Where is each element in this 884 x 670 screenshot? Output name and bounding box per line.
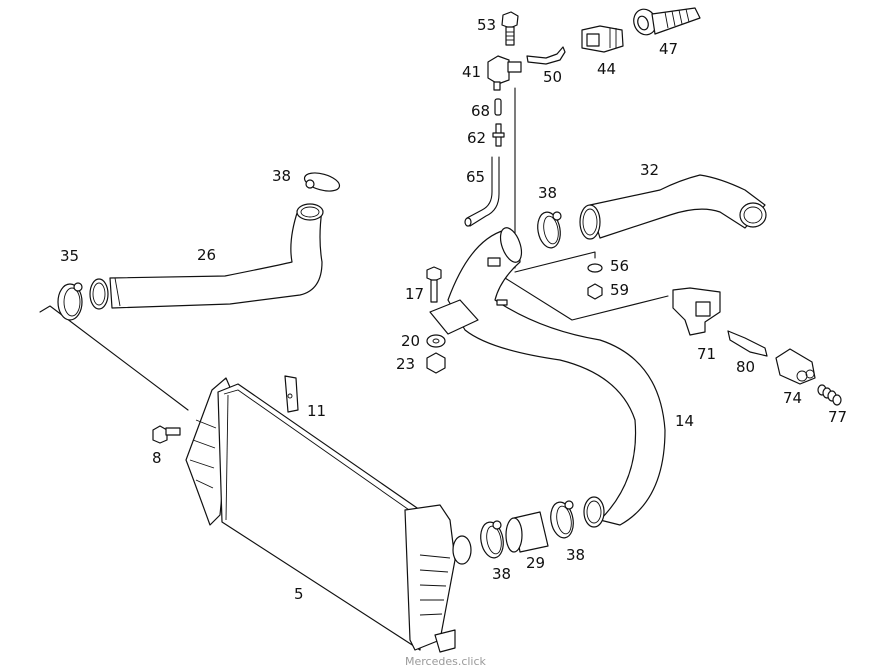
terminal-50-shape [526, 46, 566, 65]
pipe-14-shape [429, 227, 666, 528]
part-label-53[interactable]: 53 [477, 16, 497, 34]
nut-23-shape [426, 352, 446, 374]
part-label-41[interactable]: 41 [462, 63, 482, 81]
clamp-38d-shape [550, 500, 574, 539]
bolt-53-shape [501, 11, 519, 46]
hose-26-shape [89, 203, 324, 310]
part-label-71[interactable]: 71 [697, 345, 717, 363]
terminal-80-shape [727, 330, 768, 357]
intercooler-5-shape [185, 377, 472, 653]
part-label-38c[interactable]: 38 [492, 565, 512, 583]
fitting-62-shape [492, 123, 505, 147]
part-label-59[interactable]: 59 [610, 281, 630, 299]
leader-line-71 [504, 277, 669, 321]
clip-11-shape [284, 375, 299, 413]
part-label-5[interactable]: 5 [294, 585, 304, 603]
part-label-23[interactable]: 23 [396, 355, 416, 373]
part-label-56[interactable]: 56 [610, 257, 630, 275]
clamp-38a-shape [303, 172, 341, 192]
part-label-62[interactable]: 62 [467, 129, 487, 147]
part-label-50[interactable]: 50 [543, 68, 563, 86]
part-label-80[interactable]: 80 [736, 358, 756, 376]
part-label-38b[interactable]: 38 [538, 184, 558, 202]
leader-line-35-8 [39, 305, 189, 411]
part-label-38a[interactable]: 38 [272, 167, 292, 185]
part-label-68[interactable]: 68 [471, 102, 491, 120]
bolt-17-shape [426, 266, 442, 303]
sleeve-29-shape [505, 511, 549, 553]
part-label-74[interactable]: 74 [783, 389, 803, 407]
part-label-26[interactable]: 26 [197, 246, 217, 264]
bolt-8-shape [152, 425, 181, 444]
connector-44-shape [581, 25, 624, 53]
part-label-65[interactable]: 65 [466, 168, 486, 186]
nut-59-shape [587, 283, 603, 300]
part-label-38d[interactable]: 38 [566, 546, 586, 564]
part-label-17[interactable]: 17 [405, 285, 425, 303]
clamp-38c-shape [480, 520, 504, 559]
sleeve-68-shape [494, 98, 502, 116]
hose-32-shape [579, 174, 767, 240]
washer-20-shape [426, 334, 446, 348]
part-label-20[interactable]: 20 [401, 332, 421, 350]
part-label-32[interactable]: 32 [640, 161, 660, 179]
grommet-47-shape [633, 7, 701, 36]
watermark: Mercedes.click [405, 655, 486, 668]
washer-56-shape [587, 263, 603, 273]
clamp-38b-shape [537, 211, 562, 249]
part-label-35[interactable]: 35 [60, 247, 80, 265]
sensor-41-shape [487, 55, 522, 91]
part-label-29[interactable]: 29 [526, 554, 546, 572]
part-label-77[interactable]: 77 [828, 408, 848, 426]
sensor-71-shape [672, 287, 721, 336]
part-label-44[interactable]: 44 [597, 60, 617, 78]
part-label-8[interactable]: 8 [152, 449, 162, 467]
part-label-14[interactable]: 14 [675, 412, 695, 430]
seal-77-shape [817, 384, 842, 406]
part-label-47[interactable]: 47 [659, 40, 679, 58]
connector-74-shape [775, 348, 816, 385]
part-label-11[interactable]: 11 [307, 402, 327, 420]
clamp-35-shape [57, 282, 83, 321]
leader-line-56 [514, 251, 596, 273]
vacuum-line-65-shape [466, 156, 493, 219]
